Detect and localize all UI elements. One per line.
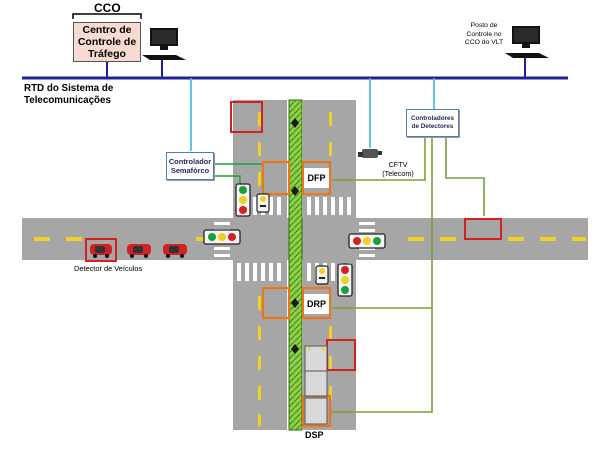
detector-cable-lines bbox=[330, 136, 485, 413]
traffic-signal-controller-box: Controlador Semafórco bbox=[166, 152, 214, 180]
telecom-network-label: RTD do Sistema de Telecomunicações bbox=[24, 83, 114, 106]
computer-workstation-icon bbox=[142, 26, 549, 60]
traffic-control-center-box: Centro de Controle de Tráfego bbox=[73, 22, 141, 62]
cco-bracket bbox=[72, 13, 142, 19]
detector-controllers-label: Controladores de Detectores bbox=[410, 115, 455, 130]
cctv-camera-icon bbox=[358, 149, 382, 158]
dfp-label: DFP bbox=[307, 173, 326, 183]
traffic-signal-controller-label: Controlador Semafórco bbox=[168, 157, 212, 175]
traffic-light-icon bbox=[203, 183, 386, 297]
cftv-label: CFTV (Telecom) bbox=[382, 160, 414, 178]
dsp-label: DSP bbox=[305, 430, 324, 440]
lane-markings bbox=[34, 112, 586, 426]
signal-controller-lines bbox=[212, 163, 262, 184]
detector-controllers-box: Controladores de Detectores bbox=[406, 109, 459, 137]
tram-signal-icon bbox=[256, 193, 329, 285]
vlt-control-post-label: Posto de Controle no CCO do VLT bbox=[464, 22, 504, 46]
tram-icon bbox=[304, 345, 328, 425]
dfp-detector-box: DFP bbox=[304, 168, 329, 188]
vehicle-detector-label: Detector de Veículos bbox=[74, 264, 143, 273]
red-car-icon bbox=[90, 244, 187, 258]
tree-icon bbox=[291, 118, 299, 354]
cco-label: CCO bbox=[94, 1, 121, 15]
traffic-control-center-label: Centro de Controle de Tráfego bbox=[77, 24, 137, 60]
drp-detector-box: DRP bbox=[304, 294, 329, 314]
tram-track bbox=[288, 99, 303, 431]
network-drop-lines bbox=[190, 78, 435, 151]
drp-label: DRP bbox=[306, 299, 326, 309]
